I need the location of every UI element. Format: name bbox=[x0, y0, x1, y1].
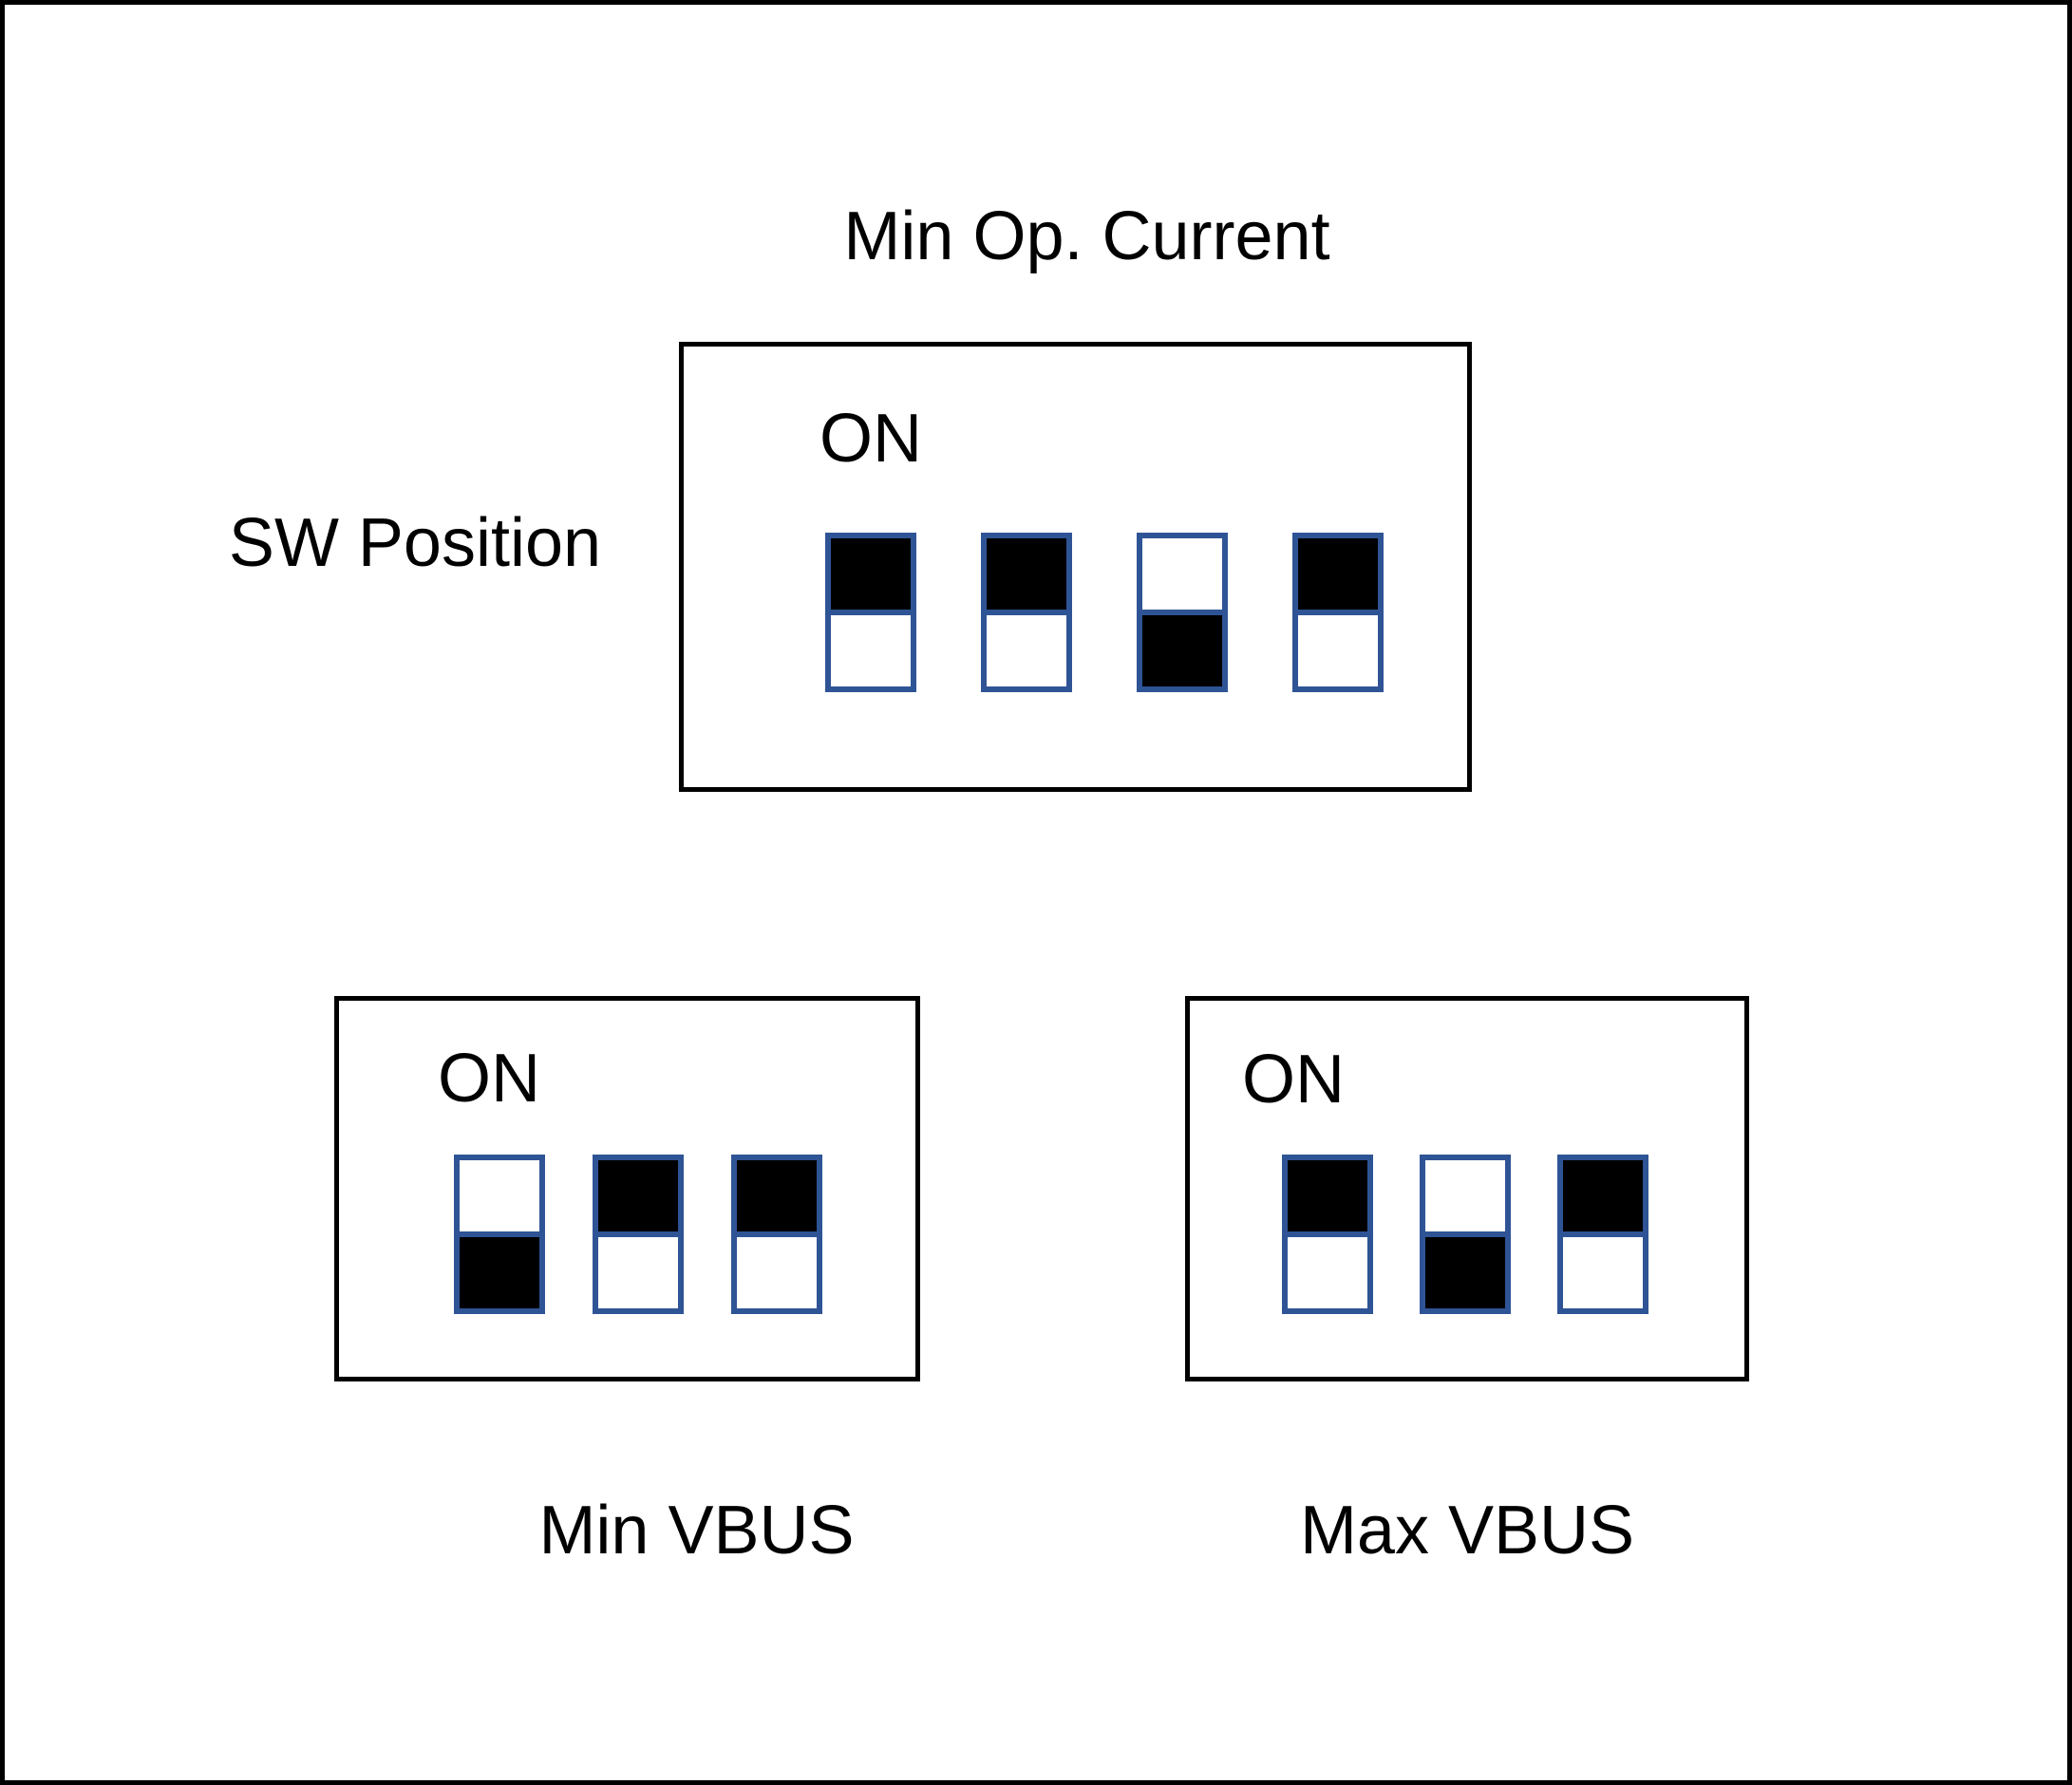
dip-switch-on bbox=[593, 1155, 684, 1314]
switch-top-cell bbox=[460, 1160, 539, 1231]
figure-title: Min Op. Current bbox=[843, 198, 1330, 274]
switch-divider bbox=[1298, 610, 1378, 615]
switch-bottom-cell bbox=[460, 1237, 539, 1308]
switch-divider bbox=[1425, 1231, 1505, 1237]
switch-bottom-cell bbox=[737, 1237, 817, 1308]
on-label: ON bbox=[819, 401, 922, 477]
switch-top-cell bbox=[1288, 1160, 1367, 1231]
switch-top-cell bbox=[1298, 538, 1378, 610]
switch-bottom-cell bbox=[987, 615, 1066, 686]
switch-top-cell bbox=[1425, 1160, 1505, 1231]
sw-position-label: SW Position bbox=[228, 505, 602, 581]
switch-divider bbox=[1563, 1231, 1643, 1237]
dip-switch-row bbox=[825, 533, 1384, 692]
switch-top-cell bbox=[831, 538, 911, 610]
switch-bottom-cell bbox=[1142, 615, 1222, 686]
switch-divider bbox=[460, 1231, 539, 1237]
dip-switch-off bbox=[1420, 1155, 1511, 1314]
max-vbus-panel: ON bbox=[1185, 996, 1749, 1381]
switch-divider bbox=[737, 1231, 817, 1237]
switch-bottom-cell bbox=[1288, 1237, 1367, 1308]
switch-bottom-cell bbox=[1563, 1237, 1643, 1308]
dip-switch-row bbox=[1282, 1155, 1648, 1314]
switch-bottom-cell bbox=[831, 615, 911, 686]
dip-switch-row bbox=[454, 1155, 822, 1314]
switch-bottom-cell bbox=[598, 1237, 678, 1308]
switch-bottom-cell bbox=[1425, 1237, 1505, 1308]
switch-top-cell bbox=[987, 538, 1066, 610]
on-label: ON bbox=[438, 1041, 540, 1117]
max-vbus-caption: Max VBUS bbox=[1299, 1493, 1635, 1569]
switch-divider bbox=[598, 1231, 678, 1237]
dip-switch-off bbox=[1137, 533, 1228, 692]
min-op-current-panel: ON bbox=[679, 342, 1472, 792]
switch-top-cell bbox=[598, 1160, 678, 1231]
dip-switch-off bbox=[454, 1155, 545, 1314]
switch-top-cell bbox=[1142, 538, 1222, 610]
dip-switch-on bbox=[1557, 1155, 1648, 1314]
switch-divider bbox=[1142, 610, 1222, 615]
switch-divider bbox=[831, 610, 911, 615]
dip-switch-on bbox=[1292, 533, 1384, 692]
switch-divider bbox=[987, 610, 1066, 615]
switch-top-cell bbox=[737, 1160, 817, 1231]
switch-bottom-cell bbox=[1298, 615, 1378, 686]
switch-top-cell bbox=[1563, 1160, 1643, 1231]
dip-switch-on bbox=[1282, 1155, 1373, 1314]
dip-switch-on bbox=[731, 1155, 822, 1314]
dip-switch-on bbox=[825, 533, 916, 692]
dip-switch-on bbox=[981, 533, 1072, 692]
switch-divider bbox=[1288, 1231, 1367, 1237]
min-vbus-caption: Min VBUS bbox=[538, 1493, 855, 1569]
on-label: ON bbox=[1242, 1042, 1345, 1118]
min-vbus-panel: ON bbox=[334, 996, 920, 1381]
